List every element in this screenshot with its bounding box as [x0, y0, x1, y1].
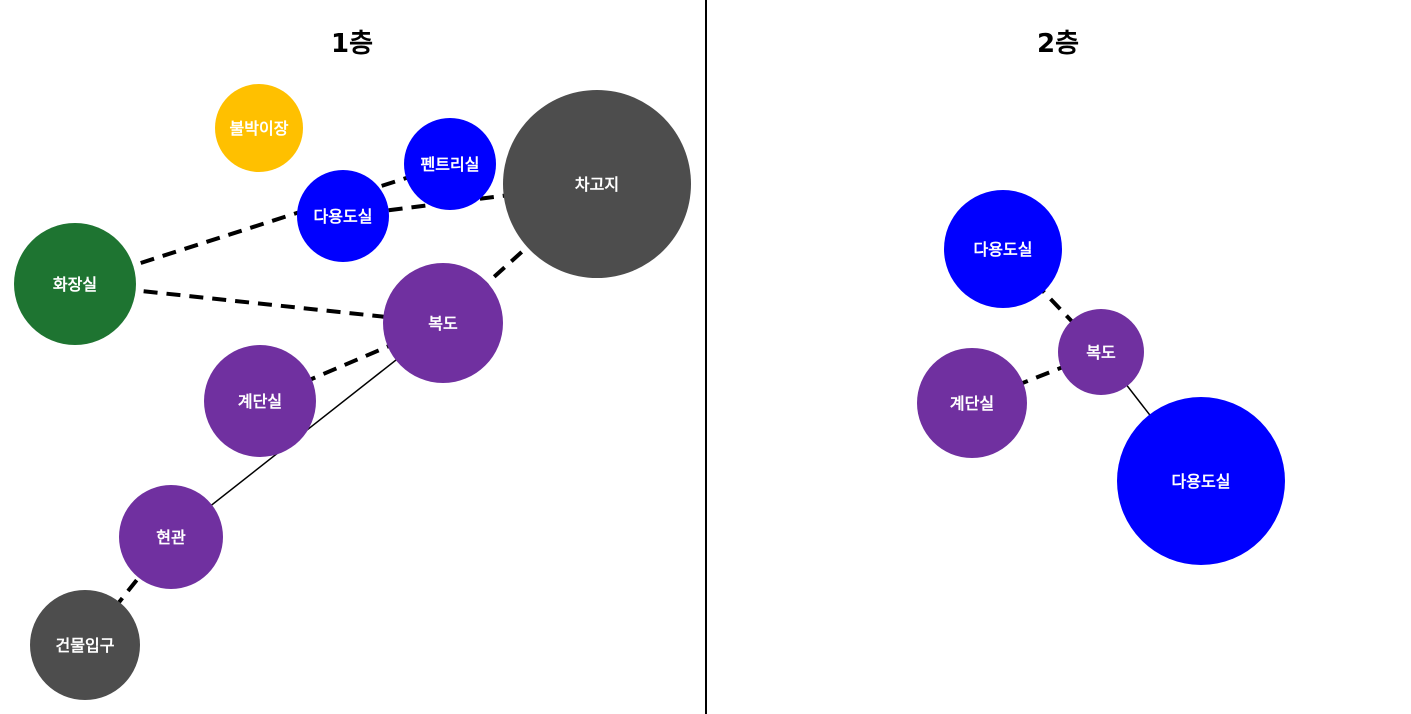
node-f1-pantry: 펜트리실	[404, 118, 496, 210]
node-label: 복도	[1086, 343, 1116, 362]
node-f1-building-entry: 건물입구	[30, 590, 140, 700]
node-label: 계단실	[950, 394, 994, 413]
node-label: 화장실	[53, 275, 97, 294]
nodes-layer: 불박이장펜트리실다용도실차고지화장실복도계단실현관건물입구다용도실복도계단실다용…	[14, 84, 1285, 700]
node-label: 펜트리실	[421, 155, 480, 174]
node-circle	[30, 590, 140, 700]
node-circle	[1058, 309, 1144, 395]
node-f1-multi: 다용도실	[297, 170, 389, 262]
node-circle	[215, 84, 303, 172]
node-label: 복도	[428, 314, 458, 333]
node-f1-entrance: 현관	[119, 485, 223, 589]
node-label: 차고지	[575, 175, 619, 194]
node-label: 다용도실	[1172, 472, 1231, 491]
node-f1-toilet: 화장실	[14, 223, 136, 345]
node-f2-stairs: 계단실	[917, 348, 1027, 458]
node-circle	[944, 190, 1062, 308]
node-circle	[119, 485, 223, 589]
node-label: 불박이장	[230, 119, 289, 138]
node-f1-corridor: 복도	[383, 263, 503, 383]
node-circle	[14, 223, 136, 345]
node-label: 현관	[156, 528, 186, 547]
node-label: 다용도실	[314, 207, 373, 226]
node-f2-multi-b: 다용도실	[1117, 397, 1285, 565]
node-label: 계단실	[238, 392, 282, 411]
node-circle	[917, 348, 1027, 458]
node-label: 건물입구	[56, 636, 115, 655]
node-f2-corridor: 복도	[1058, 309, 1144, 395]
node-circle	[1117, 397, 1285, 565]
floor-title-1: 1층	[331, 29, 373, 59]
node-f2-multi-a: 다용도실	[944, 190, 1062, 308]
node-label: 다용도실	[974, 240, 1033, 259]
node-circle	[297, 170, 389, 262]
node-circle	[404, 118, 496, 210]
node-circle	[383, 263, 503, 383]
node-circle	[503, 90, 691, 278]
edge-f1-toilet-f1-corridor	[74, 282, 444, 325]
edge-f1-toilet-f1-pantry	[74, 162, 451, 286]
node-f1-stairs: 계단실	[204, 345, 316, 457]
node-f1-bullbak: 불박이장	[215, 84, 303, 172]
node-f1-garage: 차고지	[503, 90, 691, 278]
floor-title-2: 2층	[1037, 29, 1079, 59]
node-circle	[204, 345, 316, 457]
